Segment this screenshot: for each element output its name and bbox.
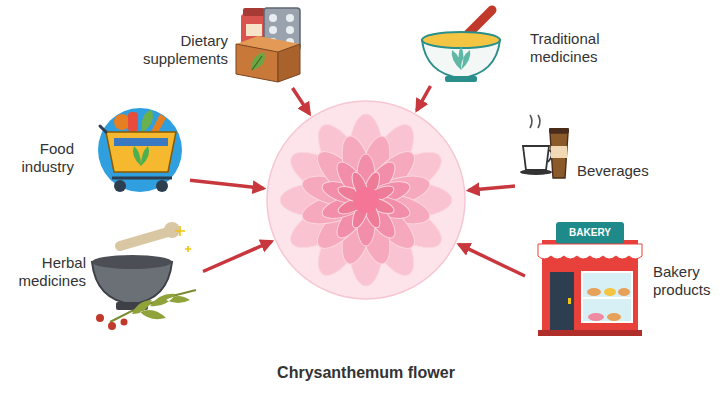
supplements-icon-part bbox=[246, 24, 262, 36]
cart-icon-part bbox=[142, 110, 153, 132]
bakery-icon-part bbox=[607, 313, 621, 321]
beverage-icon-part bbox=[523, 146, 549, 170]
bakery-icon-part bbox=[550, 272, 574, 330]
cart-icon-part bbox=[156, 180, 168, 192]
arrow-connector bbox=[293, 88, 310, 114]
herbal-mortar-icon-part bbox=[175, 226, 191, 252]
mortar-icon bbox=[422, 10, 500, 82]
mortar-icon-part bbox=[452, 46, 471, 70]
supplements-icon-part bbox=[286, 14, 294, 22]
bakery-icon-part bbox=[582, 272, 632, 322]
supplements-icon-part bbox=[269, 14, 277, 22]
beverage-icon-part bbox=[520, 169, 552, 175]
supplements-icon-part bbox=[243, 8, 265, 16]
herbal-mortar-icon-part bbox=[164, 222, 180, 238]
arrow-connector bbox=[417, 86, 431, 110]
bakery-icon-part bbox=[538, 330, 642, 336]
bakery-icon-part bbox=[582, 297, 632, 299]
flower-illustration bbox=[266, 100, 466, 300]
product-group: Food industry bbox=[8, 92, 190, 205]
bakery-icon bbox=[538, 222, 642, 336]
herbal-mortar-icon-part bbox=[96, 314, 104, 322]
herbal-mortar-icon-part bbox=[92, 255, 172, 269]
beverage-icon-part bbox=[550, 133, 568, 178]
category-label: Traditional medicines bbox=[530, 30, 630, 66]
supplements-icon bbox=[236, 8, 300, 82]
flower-circle: Chrysanthemum flower bbox=[266, 100, 466, 300]
cart-icon-part bbox=[98, 108, 182, 192]
bakery-icon-part bbox=[587, 288, 601, 296]
shop-sign: BAKERY bbox=[556, 225, 624, 241]
herbal-mortar-icon-part bbox=[132, 294, 190, 319]
cart-icon bbox=[98, 108, 182, 192]
product-group: Bakery products bbox=[525, 215, 720, 337]
cart-icon-part bbox=[128, 112, 138, 132]
product-group: Traditional medicines bbox=[420, 6, 630, 86]
category-label: Beverages bbox=[577, 162, 657, 180]
bakery-icon-part bbox=[568, 298, 571, 304]
category-label: Food industry bbox=[8, 140, 74, 176]
arrow-connector bbox=[190, 180, 264, 188]
category-label: Herbal medicines bbox=[8, 254, 86, 290]
cart-icon-part bbox=[106, 132, 176, 172]
mortar-icon-part bbox=[445, 76, 477, 82]
cart-icon-part bbox=[100, 126, 106, 132]
flower-caption: Chrysanthemum flower bbox=[206, 364, 526, 382]
supplements-icon-part bbox=[269, 26, 277, 34]
category-label: Dietary supplements bbox=[128, 32, 228, 68]
arrow-connector bbox=[459, 244, 525, 276]
bakery-icon-part bbox=[618, 288, 630, 296]
herbal-mortar-icon-part bbox=[110, 290, 196, 322]
cart-icon-part bbox=[114, 180, 126, 192]
cart-icon-part bbox=[114, 138, 168, 146]
product-group: Dietary supplements bbox=[128, 4, 303, 88]
beverage-icon-part bbox=[530, 115, 540, 128]
bakery-icon-part bbox=[556, 222, 624, 244]
cart-icon-part bbox=[133, 146, 149, 166]
bakery-icon-part bbox=[538, 244, 642, 259]
product-group: Herbal medicines bbox=[8, 222, 203, 332]
cart-icon-part bbox=[114, 114, 130, 130]
herbal-mortar-icon bbox=[92, 222, 196, 330]
bakery-icon-part bbox=[604, 288, 616, 296]
arrow-connector bbox=[203, 241, 272, 271]
supplements-icon-part bbox=[236, 44, 278, 82]
supplements-icon-part bbox=[252, 56, 262, 70]
arrow-connector bbox=[469, 186, 515, 190]
mortar-icon-part bbox=[422, 32, 500, 48]
bakery-icon-part bbox=[588, 313, 604, 321]
herbal-mortar-icon-part bbox=[108, 322, 116, 330]
category-label: Bakery products bbox=[653, 263, 717, 299]
cart-icon-part bbox=[112, 177, 172, 180]
herbal-mortar-icon-part bbox=[120, 232, 168, 246]
beverage-icon bbox=[520, 115, 569, 178]
supplements-icon-part bbox=[252, 52, 265, 70]
product-group: Beverages bbox=[515, 120, 660, 186]
flower-center bbox=[353, 187, 379, 213]
supplements-icon-part bbox=[278, 44, 300, 82]
beverage-icon-part bbox=[551, 146, 567, 158]
beverage-icon-part bbox=[549, 128, 569, 133]
supplements-icon-part bbox=[286, 26, 294, 34]
herbal-mortar-icon-part bbox=[121, 319, 128, 326]
flower-ground bbox=[267, 101, 465, 299]
